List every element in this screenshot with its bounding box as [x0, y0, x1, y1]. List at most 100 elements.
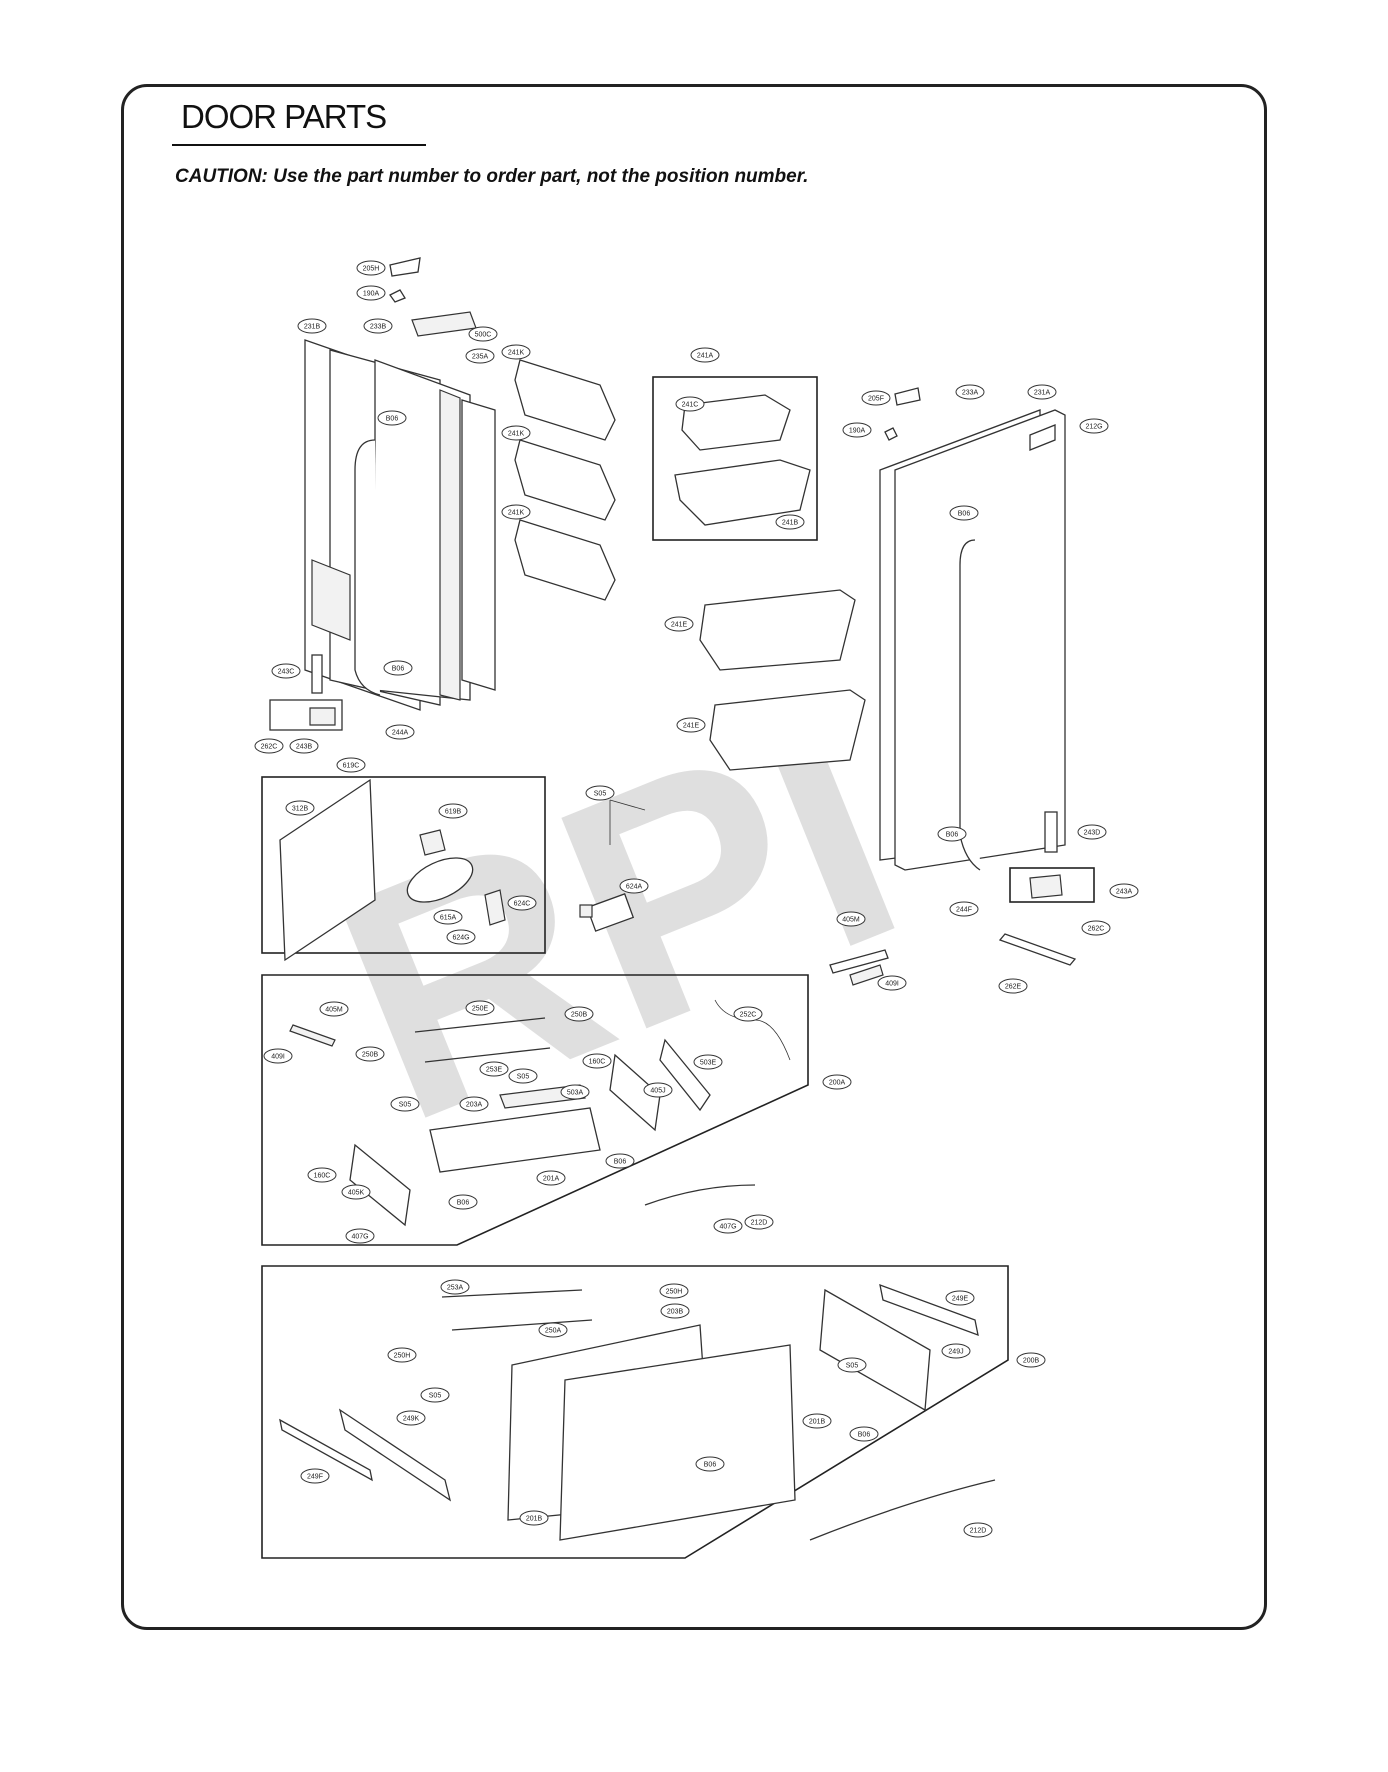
- svg-text:205F: 205F: [868, 396, 884, 403]
- svg-text:262C: 262C: [261, 744, 278, 751]
- svg-text:503A: 503A: [567, 1090, 584, 1097]
- svg-text:243B: 243B: [296, 744, 313, 751]
- title-underline: [172, 144, 426, 146]
- callout-241e: 241E: [664, 616, 694, 632]
- callout-s05: S05: [420, 1387, 450, 1403]
- svg-text:241K: 241K: [508, 350, 525, 357]
- svg-text:262C: 262C: [1088, 926, 1105, 933]
- svg-text:241E: 241E: [671, 622, 688, 629]
- caution-note: CAUTION: Use the part number to order pa…: [175, 166, 809, 187]
- svg-text:250H: 250H: [666, 1289, 683, 1296]
- svg-text:312B: 312B: [292, 806, 309, 813]
- svg-text:190A: 190A: [363, 291, 380, 298]
- callout-203b: 203B: [660, 1303, 690, 1319]
- callout-409i: 409I: [877, 975, 907, 991]
- rail-250E: [414, 1017, 546, 1033]
- svg-text:B06: B06: [858, 1432, 871, 1439]
- part-500C: [411, 311, 477, 337]
- part-205F: [894, 387, 921, 406]
- callout-b06: B06: [695, 1456, 725, 1472]
- svg-text:409I: 409I: [885, 981, 899, 988]
- callout-624g: 624G: [446, 929, 476, 945]
- callout-253e: 253E: [479, 1061, 509, 1077]
- callout-231b: 231B: [297, 318, 327, 334]
- svg-text:201A: 201A: [543, 1176, 560, 1183]
- callout-212g: 212G: [1079, 418, 1109, 434]
- left-door-assembly: [304, 339, 496, 711]
- svg-text:235A: 235A: [472, 354, 489, 361]
- svg-text:212D: 212D: [970, 1528, 987, 1535]
- callout-241b: 241B: [775, 514, 805, 530]
- callout-243b: 243B: [289, 738, 319, 754]
- callout-615a: 615A: [433, 909, 463, 925]
- rail-249E: [879, 1283, 979, 1337]
- bracket-405K: [349, 1143, 411, 1227]
- svg-text:244A: 244A: [392, 730, 409, 737]
- svg-text:S05: S05: [517, 1074, 530, 1081]
- callout-200a: 200A: [822, 1074, 852, 1090]
- callout-243c: 243C: [271, 663, 301, 679]
- callout-405k: 405K: [341, 1184, 371, 1200]
- svg-text:B06: B06: [614, 1159, 627, 1166]
- svg-text:405M: 405M: [325, 1007, 343, 1014]
- svg-text:409I: 409I: [271, 1054, 285, 1061]
- callout-262c: 262C: [1081, 920, 1111, 936]
- callout-b06: B06: [937, 826, 967, 842]
- callout-250a: 250A: [538, 1322, 568, 1338]
- callout-624c: 624C: [507, 895, 537, 911]
- rail-249F: [279, 1418, 373, 1482]
- svg-text:407G: 407G: [351, 1234, 368, 1241]
- svg-text:233B: 233B: [370, 324, 387, 331]
- callout-205h: 205H: [356, 260, 386, 276]
- callout-212d: 212D: [744, 1214, 774, 1230]
- callout-160c: 160C: [582, 1053, 612, 1069]
- svg-text:212D: 212D: [751, 1220, 768, 1227]
- svg-text:405M: 405M: [842, 917, 860, 924]
- callout-619b: 619B: [438, 803, 468, 819]
- part-405M-small: [289, 1024, 336, 1047]
- bin-241E-lower: [709, 689, 866, 771]
- callout-619c: 619C: [336, 757, 366, 773]
- callout-203a: 203A: [459, 1096, 489, 1112]
- handle-212D-upper: [644, 1184, 756, 1206]
- callout-241k: 241K: [501, 504, 531, 520]
- svg-text:241E: 241E: [683, 723, 700, 730]
- rail-253E: [424, 1047, 551, 1063]
- svg-text:405K: 405K: [348, 1190, 365, 1197]
- callout-262c: 262C: [254, 738, 284, 754]
- callout-249k: 249K: [396, 1410, 426, 1426]
- handle-212D-lower: [809, 1479, 996, 1541]
- svg-text:624G: 624G: [452, 935, 469, 942]
- svg-text:212G: 212G: [1085, 424, 1102, 431]
- svg-text:241K: 241K: [508, 510, 525, 517]
- svg-text:405J: 405J: [650, 1088, 665, 1095]
- svg-text:243D: 243D: [1084, 830, 1101, 837]
- part-241B: [674, 459, 811, 526]
- callout-b06: B06: [605, 1153, 635, 1169]
- svg-text:B06: B06: [704, 1462, 717, 1469]
- callout-s05: S05: [585, 785, 615, 801]
- callout-231a: 231A: [1027, 384, 1057, 400]
- callout-235a: 235A: [465, 348, 495, 364]
- callout-s05: S05: [508, 1068, 538, 1084]
- svg-text:619C: 619C: [343, 763, 360, 770]
- svg-text:B06: B06: [457, 1200, 470, 1207]
- svg-text:243C: 243C: [278, 669, 295, 676]
- svg-text:S05: S05: [846, 1363, 859, 1370]
- callout-624a: 624A: [619, 878, 649, 894]
- svg-text:243A: 243A: [1116, 889, 1133, 896]
- svg-text:241K: 241K: [508, 431, 525, 438]
- box-200B: [261, 1265, 1009, 1559]
- part-619B: [419, 829, 446, 856]
- callout-212d: 212D: [963, 1522, 993, 1538]
- svg-text:203A: 203A: [466, 1102, 483, 1109]
- filter-615A: [406, 857, 474, 903]
- callout-160c: 160C: [307, 1167, 337, 1183]
- callout-253a: 253A: [440, 1279, 470, 1295]
- callout-503e: 503E: [693, 1054, 723, 1070]
- right-door-assembly: [879, 409, 1095, 903]
- svg-text:233A: 233A: [962, 390, 979, 397]
- door-bins-241K: [514, 359, 616, 601]
